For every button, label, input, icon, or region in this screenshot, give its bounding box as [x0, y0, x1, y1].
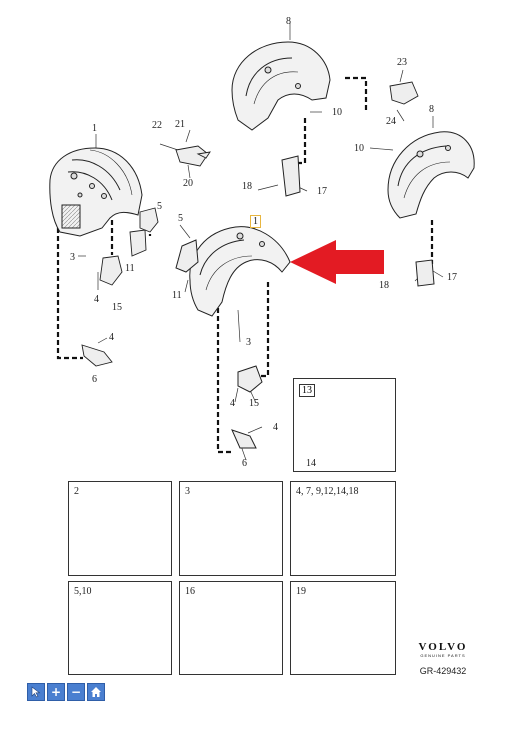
detail-box-16: 16: [179, 581, 283, 675]
box-2-label: 2: [74, 486, 79, 497]
detail-box-19: 19: [290, 581, 396, 675]
callout-1-left: 1: [92, 123, 97, 134]
zoom-toolbar: + −: [27, 683, 105, 701]
callout-4-c: 4: [230, 398, 235, 409]
callout-11-left: 11: [125, 263, 135, 274]
box-5-10-label: 5,10: [74, 586, 92, 597]
callout-3-left: 3: [70, 252, 75, 263]
plus-icon: +: [50, 685, 62, 699]
volvo-brand-block: VOLVO GENUINE PARTS GR-429432: [412, 641, 474, 676]
zoom-in-button[interactable]: +: [47, 683, 65, 701]
box-3-label: 3: [185, 486, 190, 497]
callout-8-right: 8: [429, 104, 434, 115]
zoom-out-button[interactable]: −: [67, 683, 85, 701]
callout-11-center: 11: [172, 290, 182, 301]
home-button[interactable]: [87, 683, 105, 701]
callout-5-center: 5: [178, 213, 183, 224]
callout-22: 22: [152, 120, 162, 131]
callout-20: 20: [183, 178, 193, 189]
pointer-tool-button[interactable]: [27, 683, 45, 701]
callout-24: 24: [386, 116, 396, 127]
box-13-label: 13: [299, 384, 315, 397]
callout-5-left: 5: [157, 201, 162, 212]
callout-4-b: 4: [109, 332, 114, 343]
red-arrow-icon: [290, 240, 384, 284]
callout-6-center: 6: [242, 458, 247, 469]
callout-18-top: 18: [242, 181, 252, 192]
detail-box-13: 13: [293, 378, 396, 472]
callout-1-center: 1: [250, 215, 261, 228]
clip-20: [175, 145, 211, 167]
detail-box-3: 3: [179, 481, 283, 576]
callout-18-right: 18: [379, 280, 389, 291]
callout-17-top: 17: [317, 186, 327, 197]
callout-15-center: 15: [249, 398, 259, 409]
callout-17-right: 17: [447, 272, 457, 283]
brand-subtitle: GENUINE PARTS: [420, 653, 466, 658]
detail-box-5-10: 5,10: [68, 581, 172, 675]
callout-8-top: 8: [286, 16, 291, 27]
center-wheel-arch-liner: [175, 226, 291, 449]
brand-name: VOLVO: [418, 641, 468, 653]
callout-23: 23: [397, 57, 407, 68]
callout-4-a: 4: [94, 294, 99, 305]
callout-21: 21: [175, 119, 185, 130]
detail-box-4-7-9-12-14-18: 4, 7, 9,12,14,18: [290, 481, 396, 576]
diagram-code: GR-429432: [419, 666, 467, 676]
callout-14: 14: [306, 458, 316, 469]
callout-10-top: 10: [332, 107, 342, 118]
callout-3-center: 3: [246, 337, 251, 348]
callout-6-left: 6: [92, 374, 97, 385]
callout-10-right: 10: [354, 143, 364, 154]
minus-icon: −: [70, 685, 82, 699]
box-16-label: 16: [185, 586, 195, 597]
box-4-label: 4, 7, 9,12,14,18: [296, 486, 359, 497]
top-wheel-arch-liner: [231, 41, 331, 197]
home-icon: [91, 687, 101, 697]
callout-4-d: 4: [273, 422, 278, 433]
right-wheel-arch-liner: [387, 131, 475, 287]
detail-box-2: 2: [68, 481, 172, 576]
box-19-label: 19: [296, 586, 306, 597]
callout-15-left: 15: [112, 302, 122, 313]
cursor-arrow-icon: [31, 686, 41, 698]
left-wheel-arch-liner: [49, 147, 143, 237]
